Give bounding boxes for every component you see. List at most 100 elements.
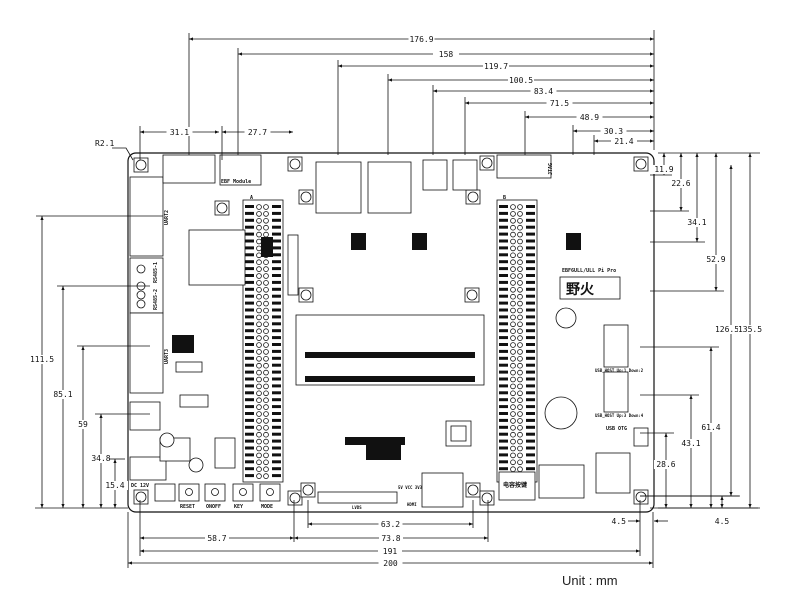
pin-label <box>272 274 281 277</box>
pin-label <box>272 439 281 443</box>
pin-label <box>526 280 535 284</box>
pin-label <box>245 439 254 443</box>
dimension-label: 52.9 <box>706 255 725 264</box>
header-b-label: B <box>503 195 506 201</box>
pin-label <box>499 425 508 429</box>
pin-label <box>526 232 535 236</box>
dc-jack <box>129 456 167 481</box>
pin-label <box>272 225 281 229</box>
sodimm-pins <box>305 376 475 382</box>
hdmi-port <box>421 472 464 508</box>
usb-host-2-label: USB_HOST Up:3 Down:4 <box>595 413 644 418</box>
dimension-label: 61.4 <box>701 423 720 432</box>
audio-jack-2 <box>452 159 478 191</box>
pin-label <box>245 343 254 346</box>
ic <box>172 335 194 353</box>
pin-label <box>245 384 254 388</box>
pin-label <box>245 232 254 236</box>
pin-label <box>272 301 281 305</box>
pin-label <box>526 274 535 277</box>
dimension-label: 85.1 <box>53 390 72 399</box>
pin-label <box>526 211 535 215</box>
brand-logo <box>559 276 621 300</box>
hdmi-label: HDMI <box>407 502 417 507</box>
pin-label <box>272 453 281 457</box>
pin-label <box>272 412 281 415</box>
pin-label <box>245 260 254 264</box>
pin-label <box>499 336 508 340</box>
power-switch <box>214 437 236 469</box>
pin-label <box>499 246 508 250</box>
pin-label <box>499 232 508 236</box>
pin-label <box>526 363 535 367</box>
pin-label <box>526 329 535 333</box>
pin-label <box>526 336 535 340</box>
pin-label <box>499 384 508 388</box>
uart3-label: UART3 <box>164 349 170 364</box>
pin-label <box>272 280 281 284</box>
pin-label <box>526 253 535 257</box>
lcd-connector <box>287 234 299 296</box>
pin-label <box>245 301 254 305</box>
dimension-label: 28.6 <box>656 460 675 469</box>
dimension-label: 135.5 <box>738 325 762 334</box>
sodimm-pins <box>305 352 475 358</box>
pin-label <box>245 349 254 353</box>
pin-label <box>526 294 535 298</box>
pin-label <box>245 322 254 326</box>
dimension-label: 158 <box>439 50 454 59</box>
pin-label <box>499 363 508 367</box>
pin-label <box>272 405 281 409</box>
pin-label <box>245 274 254 277</box>
pin-label <box>245 363 254 367</box>
pin-label <box>272 343 281 346</box>
pin-label <box>499 370 508 374</box>
pin-label <box>245 405 254 409</box>
pin-label <box>499 432 508 436</box>
pin-label <box>526 301 535 305</box>
pin-label <box>499 329 508 333</box>
pin-label <box>499 412 508 415</box>
pin-label <box>272 356 281 360</box>
brand-logo-text: 野火 <box>566 282 595 298</box>
gpio-strip <box>345 437 405 445</box>
pin-label <box>272 425 281 429</box>
pin-label <box>272 322 281 326</box>
dimension-label: 48.9 <box>580 113 599 122</box>
pin-label <box>526 287 535 291</box>
pin-label <box>499 301 508 305</box>
chip <box>412 233 427 250</box>
pin-label <box>272 232 281 236</box>
ic <box>179 394 209 408</box>
dimension-label: 71.5 <box>550 99 569 108</box>
pin-label <box>272 329 281 333</box>
uart2-connector <box>129 176 164 257</box>
usb-host-2 <box>603 371 629 413</box>
dimension-label: 43.1 <box>681 439 700 448</box>
pin-label <box>526 205 535 208</box>
pin-label <box>499 356 508 360</box>
dimension-label: 21.4 <box>614 137 633 146</box>
pin-label <box>272 336 281 340</box>
dimension-label: 4.5 <box>715 517 730 526</box>
pin-label <box>245 418 254 422</box>
pin-label <box>526 460 535 464</box>
dimension-label: 200 <box>383 559 398 568</box>
wifi-module <box>595 452 631 494</box>
chip <box>566 233 581 250</box>
unit-label: Unit : mm <box>562 573 618 588</box>
model-label: EBF6ULL/ULL Pi Pro <box>562 268 616 274</box>
jumper-block <box>188 229 246 286</box>
corner-radius-leader <box>112 147 134 161</box>
pin-label <box>526 356 535 360</box>
pin-label <box>499 315 508 319</box>
pin-label <box>526 418 535 422</box>
pin-label <box>526 349 535 353</box>
pin-label <box>526 446 535 450</box>
rs485-2-label: RS485-2 <box>153 289 159 310</box>
pin-label <box>245 425 254 429</box>
dimension-label: 176.9 <box>409 35 433 44</box>
sd-card-slot <box>538 464 585 499</box>
